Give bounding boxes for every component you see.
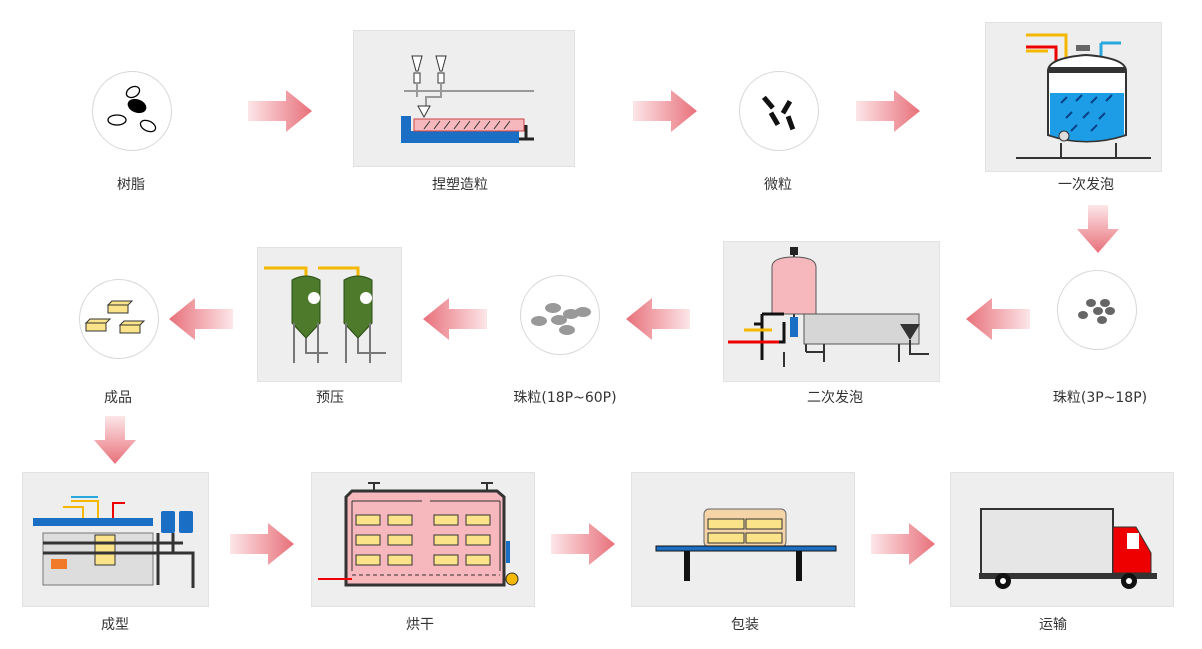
kneading-image [353, 30, 575, 167]
step-label: 包装 [731, 617, 759, 633]
transport-image [950, 472, 1174, 607]
step-label: 预压 [316, 390, 344, 406]
arrow-right-icon [248, 90, 312, 132]
arrow-right-icon [856, 90, 920, 132]
arrow-right-icon [551, 523, 615, 565]
beads-small-image [1057, 270, 1137, 350]
step-label: 珠粒(3P~18P) [1052, 390, 1148, 406]
step-label: 成型 [101, 617, 129, 633]
step-label: 珠粒(18P~60P) [513, 390, 617, 406]
drying-image [311, 472, 535, 607]
micro-particles-image [739, 71, 819, 151]
arrow-right-icon [633, 90, 697, 132]
arrow-right-icon [871, 523, 935, 565]
resin-image [92, 71, 172, 151]
arrow-down-icon [94, 416, 136, 464]
beads-large-image [520, 275, 600, 355]
arrow-left-icon [966, 298, 1030, 340]
prepress-image [257, 247, 402, 382]
step-label: 树脂 [117, 177, 145, 193]
packing-image [631, 472, 855, 607]
arrow-right-icon [230, 523, 294, 565]
foam2-image [723, 241, 940, 382]
step-label: 烘干 [406, 617, 434, 633]
step-label: 捏塑造粒 [432, 177, 488, 193]
step-label: 一次发泡 [1058, 177, 1114, 193]
molding-image [22, 472, 209, 607]
arrow-left-icon [169, 298, 233, 340]
step-label: 二次发泡 [807, 390, 863, 406]
foam1-image [985, 22, 1162, 172]
arrow-left-icon [423, 298, 487, 340]
product-image [79, 279, 159, 359]
step-label: 微粒 [764, 177, 792, 193]
step-label: 运输 [1039, 617, 1067, 633]
arrow-down-icon [1077, 205, 1119, 253]
arrow-left-icon [626, 298, 690, 340]
step-label: 成品 [104, 390, 132, 406]
